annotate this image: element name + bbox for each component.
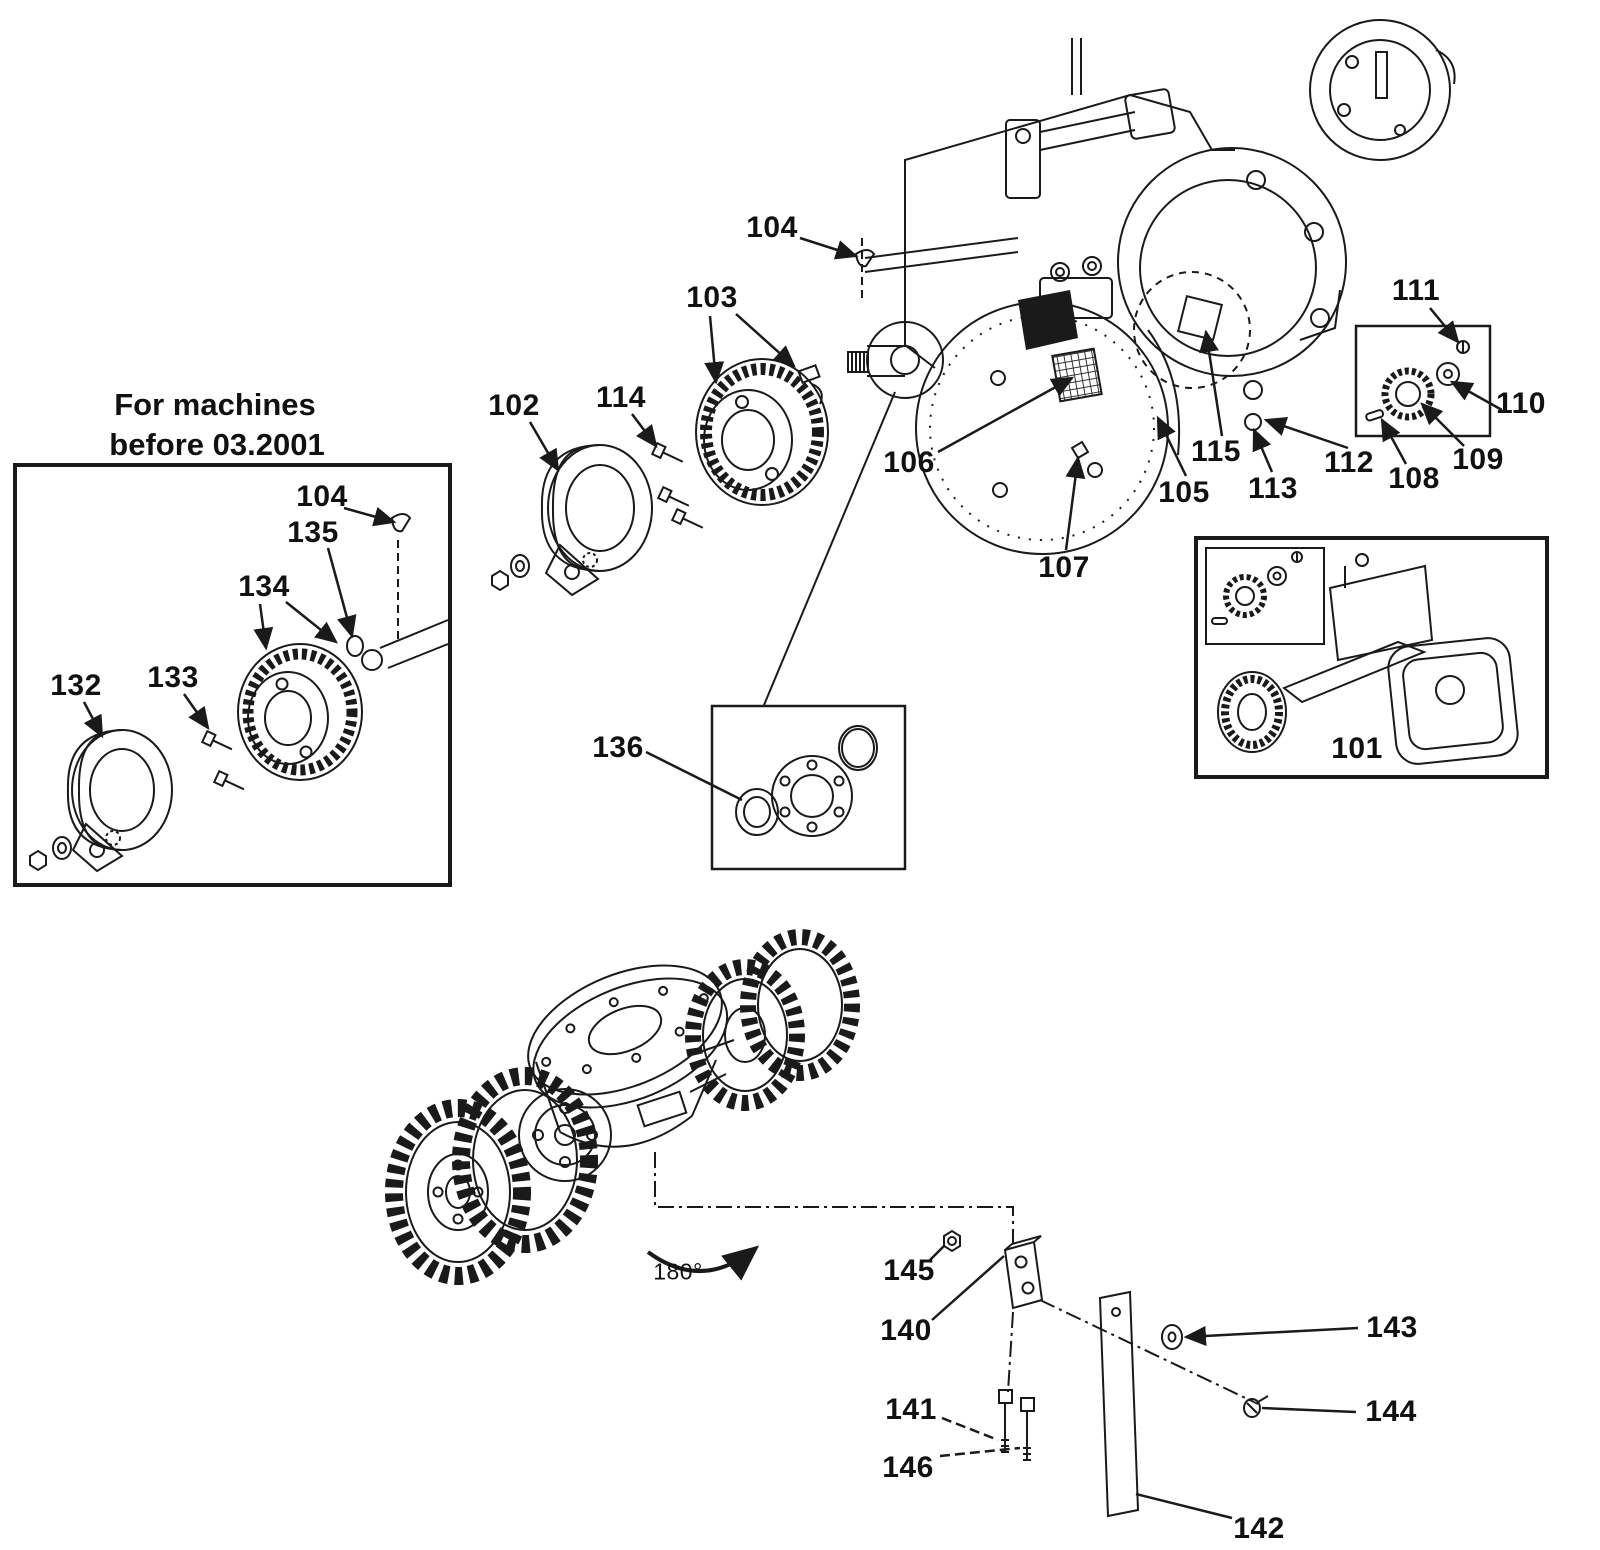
assembled-unit-box	[1194, 536, 1549, 779]
bearing-detail-box	[1354, 324, 1492, 438]
callout-132: 132	[50, 669, 102, 702]
callout-109: 109	[1452, 443, 1504, 476]
bolts-114	[650, 441, 704, 529]
callout-115: 115	[1191, 435, 1241, 468]
callout-141: 141	[885, 1393, 937, 1426]
rotation-arrow	[646, 1245, 760, 1281]
callout-145: 145	[883, 1254, 935, 1287]
seal-detail-box	[710, 704, 907, 871]
brake-assembly	[695, 358, 829, 506]
callout-102: 102	[488, 389, 540, 422]
callout-112: 112	[1324, 446, 1374, 479]
callout-143: 143	[1366, 1311, 1418, 1344]
callout-114: 114	[596, 381, 646, 414]
callout-108: 108	[1388, 462, 1440, 495]
callout-104-main: 104	[746, 211, 798, 244]
callout-111: 111	[1391, 274, 1441, 307]
callout-142: 142	[1233, 1512, 1285, 1545]
callout-133: 133	[147, 661, 199, 694]
callout-110: 110	[1496, 387, 1546, 420]
callout-rotation: 180°	[653, 1258, 703, 1285]
callout-107: 107	[1038, 551, 1090, 584]
callout-146: 146	[882, 1451, 934, 1484]
drum-102	[491, 444, 653, 597]
construction-lines	[654, 1152, 1259, 1405]
callout-113: 113	[1248, 472, 1298, 505]
callout-134: 134	[238, 570, 290, 603]
axle-assembly	[385, 929, 860, 1285]
inset-title-line1: For machines	[114, 387, 316, 422]
callout-106: 106	[883, 446, 935, 479]
callout-105: 105	[1158, 476, 1210, 509]
callout-144: 144	[1365, 1395, 1417, 1428]
callout-140: 140	[880, 1314, 932, 1347]
callout-101: 101	[1331, 732, 1383, 765]
callout-135: 135	[287, 516, 339, 549]
inset-title-line2: before 03.2001	[109, 427, 325, 462]
callout-104-inset: 104	[296, 480, 348, 513]
callout-136: 136	[592, 731, 644, 764]
leader-lines	[82, 236, 1503, 1520]
before-2001-inset	[13, 463, 452, 887]
callout-103: 103	[686, 281, 738, 314]
bracket-parts	[943, 1229, 1269, 1518]
